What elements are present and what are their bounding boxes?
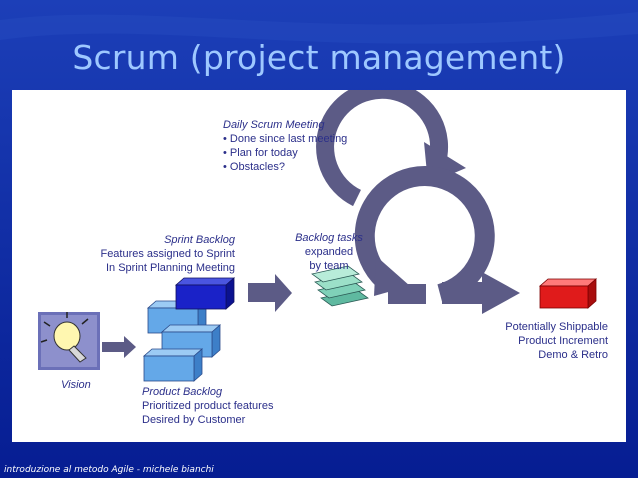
- daily-scrum-title: Daily Scrum Meeting: [223, 119, 325, 131]
- backlog-tasks-line-1: expanded: [304, 246, 354, 258]
- arrow-vision-to-backlog: [102, 336, 136, 358]
- daily-scrum-bullet-3: • Obstacles?: [223, 161, 285, 173]
- product-backlog-boxes: [142, 300, 222, 382]
- sprint-backlog-title: Sprint Backlog: [164, 234, 235, 246]
- increment-label: Potentially Shippable Product Increment …: [492, 320, 608, 362]
- slide-title: Scrum (project management): [72, 38, 566, 77]
- arrow-to-increment: [442, 272, 520, 314]
- sprint-cycle-label: 30 days: [407, 232, 453, 246]
- scrum-diagram: [38, 90, 598, 382]
- product-backlog-line-1: Prioritized product features: [142, 400, 274, 412]
- increment-line-1: Potentially Shippable: [505, 321, 608, 333]
- sprint-cycle-arrow: [354, 166, 495, 304]
- sprint-backlog-label: Sprint Backlog Features assigned to Spri…: [92, 233, 235, 275]
- daily-scrum-label: Daily Scrum Meeting • Done since last me…: [223, 118, 347, 174]
- backlog-tasks-title: Backlog tasks: [295, 232, 363, 244]
- increment-line-2: Product Increment: [518, 335, 608, 347]
- increment-line-3: Demo & Retro: [538, 349, 608, 361]
- sprint-backlog-box: [174, 277, 236, 310]
- slide-footer: introduzione al metodo Agile - michele b…: [4, 465, 214, 475]
- daily-cycle-label: 24 hours: [372, 151, 423, 165]
- vision-label: Vision: [61, 378, 91, 392]
- product-backlog-label: Product Backlog Prioritized product feat…: [142, 385, 273, 427]
- daily-scrum-bullet-2: • Plan for today: [223, 147, 298, 159]
- arrow-sprint-to-tasks: [248, 274, 292, 312]
- sprint-backlog-line-1: Features assigned to Sprint: [100, 248, 235, 260]
- vision-title: Vision: [61, 379, 91, 391]
- product-backlog-line-2: Desired by Customer: [142, 414, 246, 426]
- scrum-diagram-panel: 24 hours 30 days Daily Scrum Meeting • D…: [12, 90, 626, 442]
- product-backlog-title: Product Backlog: [142, 386, 223, 398]
- backlog-box-3: [142, 348, 204, 382]
- daily-scrum-bullet-1: • Done since last meeting: [223, 133, 348, 145]
- backlog-task-sheets: [311, 265, 369, 307]
- sprint-backlog-line-2: In Sprint Planning Meeting: [105, 262, 235, 274]
- vision-lightbulb-icon: [38, 312, 100, 370]
- backlog-tasks-line-2: by team: [309, 260, 349, 272]
- backlog-tasks-label: Backlog tasks expanded by team: [288, 231, 370, 273]
- product-increment-box: [538, 278, 598, 309]
